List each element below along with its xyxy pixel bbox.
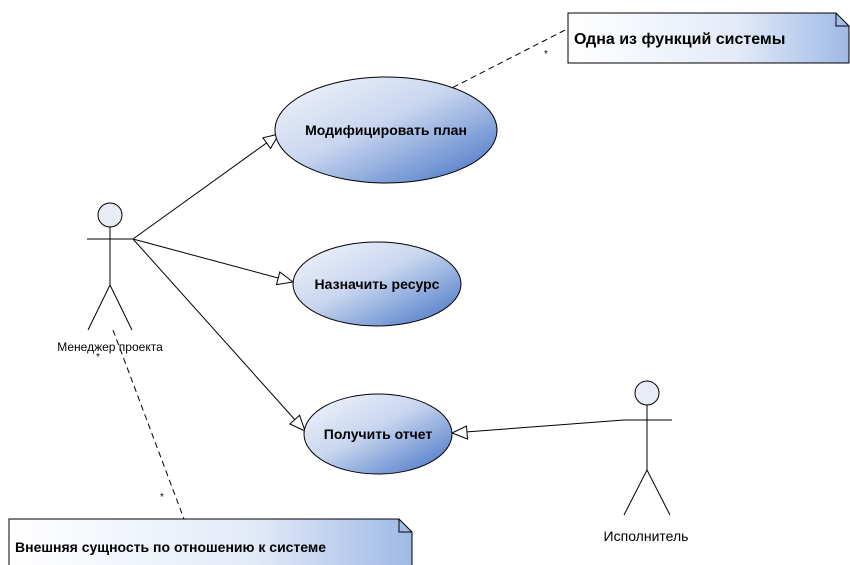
arrowhead-get-report	[289, 414, 306, 432]
use-case-modify-plan[interactable]: Модифицировать план	[274, 76, 498, 184]
multiplicity-marker: *	[160, 492, 164, 503]
association-get-report	[132, 238, 306, 432]
association-modify-plan	[132, 133, 280, 240]
use-case-get-report[interactable]: Получить отчет	[303, 393, 453, 475]
use-case-label: Модифицировать план	[305, 122, 467, 138]
note-external-entity[interactable]: Внешняя сущность по отношению к системе	[8, 518, 413, 565]
arrowhead-assign-resource	[275, 271, 295, 286]
note-text: Одна из функций системы	[574, 31, 785, 48]
use-case-label: Назначить ресурс	[315, 276, 440, 292]
note-system-function[interactable]: Одна из функций системы	[567, 12, 850, 64]
use-case-assign-resource[interactable]: Назначить ресурс	[292, 241, 462, 327]
multiplicity-marker: *	[544, 49, 548, 60]
use-case-label: Получить отчет	[324, 426, 433, 442]
note-text: Внешняя сущность по отношению к системе	[15, 539, 326, 555]
association-executor-report	[451, 419, 625, 434]
arrowhead-modify-plan	[262, 133, 281, 150]
actor-executor[interactable]: Исполнитель	[604, 380, 689, 544]
actor-project-manager[interactable]: Менеджер проекта	[57, 202, 163, 354]
association-assign-resource	[132, 238, 294, 283]
actor-label: Менеджер проекта	[57, 340, 163, 354]
arrowhead-executor-report	[450, 425, 469, 440]
note-anchor-bottom	[112, 329, 185, 520]
actor-label: Исполнитель	[604, 528, 689, 544]
multiplicity-marker: *	[96, 352, 100, 363]
note-anchor-top	[443, 27, 570, 93]
